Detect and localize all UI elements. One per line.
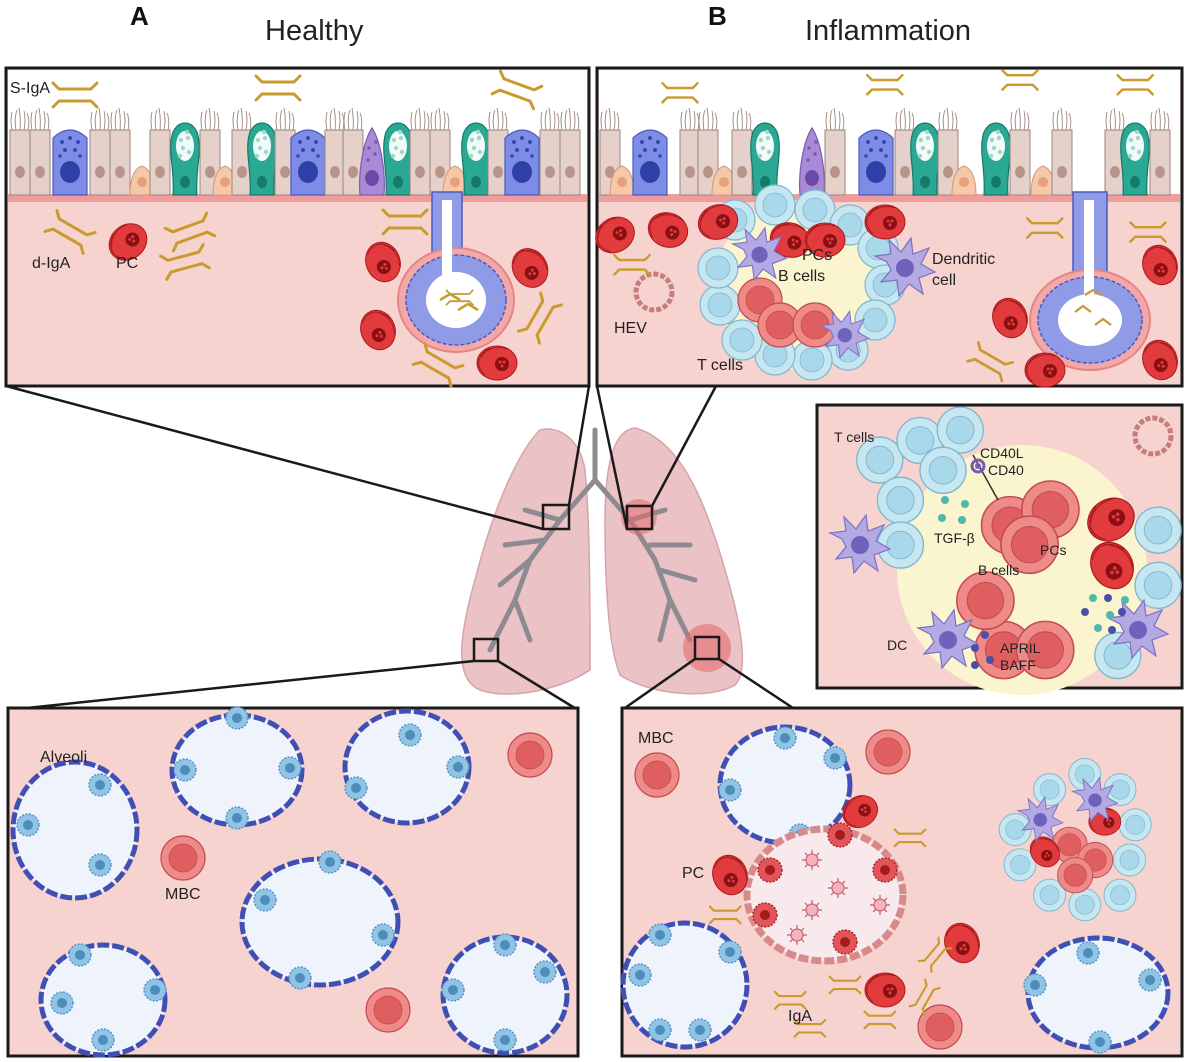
label-april: APRIL [1000, 640, 1041, 656]
inflamed-alveoli-panel: MBC PC IgA [620, 706, 1184, 1058]
label-dc: DC [887, 637, 907, 653]
label-dendritic-cell-1: Dendritic [932, 251, 995, 268]
april-baff-dots [971, 594, 1126, 669]
panel-title-inflammation: Inflammation [805, 15, 971, 47]
label-cd40: CD40 [988, 462, 1024, 478]
hev-vessel [633, 271, 675, 313]
label-t-cells-b: T cells [697, 357, 743, 374]
label-cd40l: CD40L [980, 445, 1024, 461]
label-hev: HEV [614, 320, 647, 337]
healthy-alveoli-panel: Alveoli MBC [6, 706, 580, 1058]
panel-letter-b: B [708, 1, 727, 31]
memory-b-cell [160, 835, 206, 881]
label-pc-b: PC [682, 865, 704, 882]
label-alveoli: Alveoli [40, 749, 87, 766]
panel-letter-a: A [130, 1, 149, 31]
label-mbc-a: MBC [165, 886, 201, 903]
panel-title-healthy: Healthy [265, 15, 364, 47]
alveolus [10, 759, 140, 901]
tgf-beta-dots [938, 496, 1129, 632]
lungs-illustration [461, 427, 744, 695]
infected-alveolus [743, 822, 907, 965]
submucosal-gland-b [1029, 191, 1151, 371]
healthy-airway-panel: S-IgA d-IgA PC [4, 66, 591, 388]
inflammatory-follicle [697, 184, 936, 381]
label-pc-a: PC [116, 255, 138, 272]
label-b-cells-b: B cells [778, 268, 825, 285]
label-tgf-beta: TGF-β [934, 530, 975, 546]
label-t-cells-detail: T cells [834, 429, 874, 445]
label-s-iga: S-IgA [10, 80, 50, 97]
label-b-cells-detail: B cells [978, 562, 1019, 578]
label-dendritic-cell-2: cell [932, 272, 956, 289]
label-pcs-detail: PCs [1040, 542, 1066, 558]
zoom-connector-lines [5, 384, 797, 712]
inflamed-airway-panel: PCs B cells Dendritic cell HEV T cells [588, 66, 1184, 388]
label-pcs-b: PCs [802, 247, 832, 264]
follicle-detail-panel: T cells CD40L CD40 TGF-β PCs B cells DC … [815, 403, 1184, 695]
label-d-iga: d-IgA [32, 255, 71, 272]
label-iga-b: IgA [788, 1008, 812, 1025]
submucosal-gland-a [397, 191, 515, 353]
label-mbc-b: MBC [638, 730, 674, 747]
cd40l-cd40-interaction [970, 454, 999, 501]
label-baff: BAFF [1000, 657, 1036, 673]
